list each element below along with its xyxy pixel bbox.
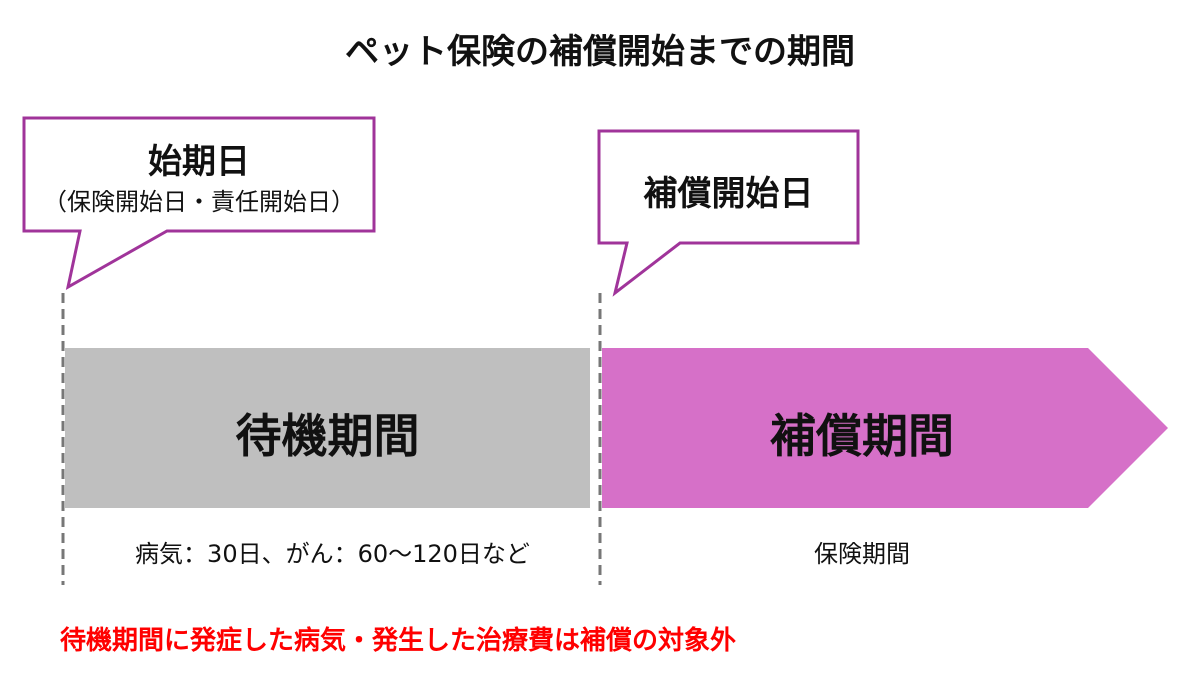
coverage-period-note: 保険期間 — [814, 540, 910, 568]
callout-coverage-start-title: 補償開始日 — [643, 174, 814, 214]
callout-coverage-start-bubble — [597, 129, 860, 297]
callout-start-title: 始期日 — [148, 142, 250, 182]
coverage-period-label: 補償期間 — [770, 409, 954, 463]
waiting-period-bar — [65, 348, 590, 508]
waiting-period-label: 待機期間 — [235, 409, 420, 463]
warning-text: 待機期間に発症した病気・発生した治療費は補償の対象外 — [60, 626, 737, 656]
callout-start-subtitle: （保険開始日・責任開始日） — [43, 188, 355, 216]
page-title: ペット保険の補償開始までの期間 — [345, 32, 855, 72]
coverage-period-arrow — [602, 348, 1168, 508]
callout-start-bubble — [22, 116, 376, 290]
waiting-period-note: 病気：30日、がん：60〜120日など — [135, 540, 530, 568]
